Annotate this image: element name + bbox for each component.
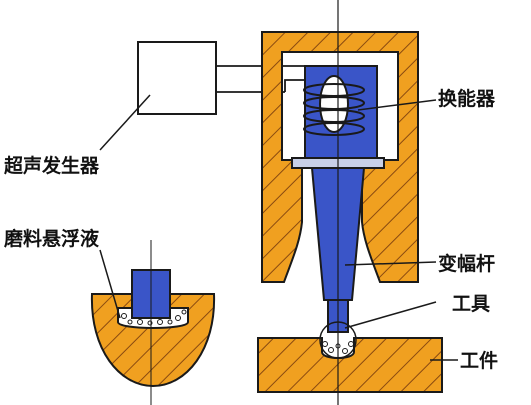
abrasive-particles-detail	[121, 309, 187, 326]
label-workpiece: 工件	[460, 349, 498, 372]
label-slurry: 磨料悬浮液	[3, 227, 100, 250]
label-generator: 超声发生器	[3, 154, 100, 177]
transducer-slot	[319, 75, 349, 133]
abrasive-particles-main	[322, 341, 354, 354]
generator-box	[137, 41, 217, 115]
label-horn: 变幅杆	[438, 252, 495, 275]
transducer-coil	[303, 83, 365, 136]
detail-bowl	[90, 293, 216, 388]
leader-lines	[99, 94, 458, 361]
label-transducer: 换能器	[438, 87, 496, 110]
housing	[261, 31, 419, 283]
workpiece	[257, 337, 443, 393]
label-tool: 工具	[452, 293, 490, 315]
